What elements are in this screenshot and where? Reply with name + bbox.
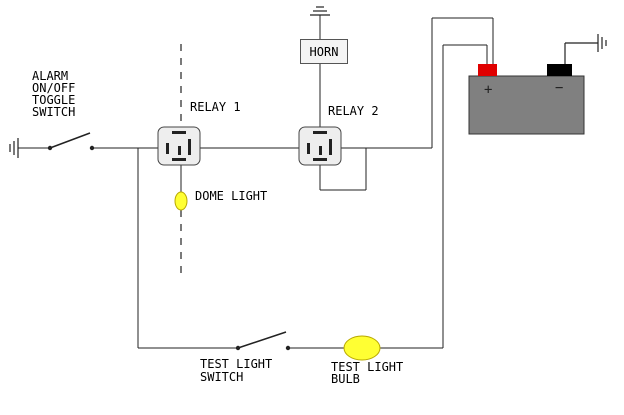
- relay-2-label: RELAY 2: [328, 104, 379, 118]
- alarm-switch-label-line-2: ON/OFF: [32, 81, 76, 95]
- battery-plus-label: +: [484, 82, 493, 98]
- ground-icon: [9, 138, 19, 158]
- battery-minus-label: −: [555, 80, 564, 96]
- relay-2-icon: [298, 126, 342, 166]
- relay-1-icon: [157, 126, 201, 166]
- negative-terminal: [547, 64, 572, 76]
- dome-light-lamp-icon: [174, 191, 188, 211]
- horn-label: HORN: [309, 44, 339, 59]
- test-light-switch-label-line-2: SWITCH: [200, 370, 244, 384]
- alarm-switch-label-line-4: SWITCH: [32, 105, 76, 119]
- test-light-bulb-icon: [343, 335, 381, 361]
- alarm-switch-label-line-3: TOGGLE: [32, 93, 76, 107]
- test-light-switch-icon: [235, 331, 291, 351]
- toggle-switch-icon: [47, 132, 95, 151]
- battery-ground-icon: [564, 34, 607, 64]
- battery-icon: [468, 64, 585, 135]
- test-light-bulb-label-line-2: BULB: [331, 372, 360, 386]
- horn-ground-icon: [310, 6, 330, 16]
- alarm-switch-label-line-1: ALARM: [32, 69, 69, 83]
- test-light-bulb-label-line-1: TEST LIGHT: [331, 360, 404, 374]
- positive-terminal: [478, 64, 497, 76]
- test-light-switch-label-line-1: TEST LIGHT: [200, 357, 273, 371]
- dome-light-label: DOME LIGHT: [195, 189, 268, 203]
- relay-1-label: RELAY 1: [190, 100, 241, 114]
- horn-icon: HORN: [300, 39, 348, 64]
